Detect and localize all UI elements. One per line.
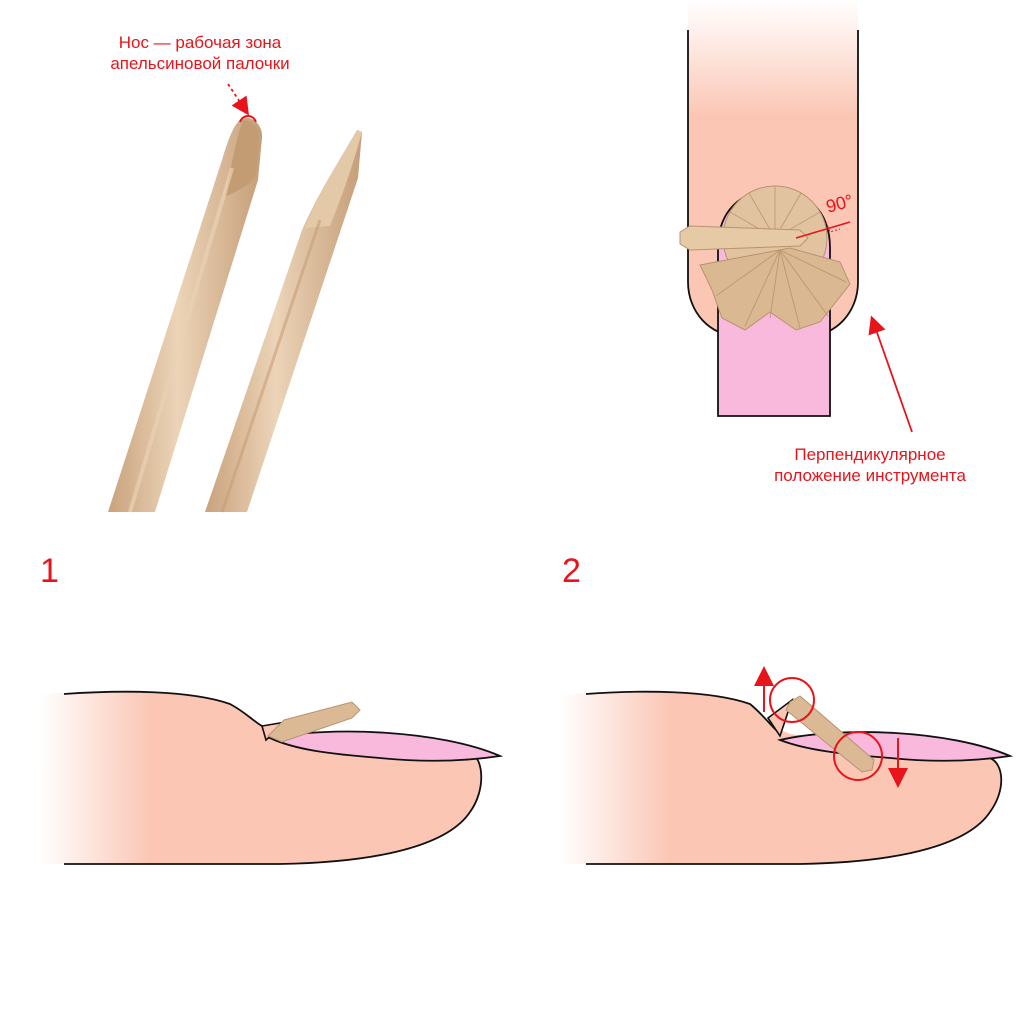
nose-highlight-arc (239, 115, 257, 123)
finger-side-view-step1 (40, 690, 504, 865)
perpendicular-caption-line2: положение инструмента (774, 466, 966, 485)
finger-side-view-step2 (560, 666, 1014, 865)
perpendicular-caption: Перпендикулярное положение инструмента (740, 444, 1000, 486)
nose-pointer-arrow (227, 83, 249, 116)
angle-line (795, 221, 851, 239)
orange-sticks-photo (108, 83, 362, 513)
stick-horizontal (679, 225, 809, 251)
finger-top-view: 90° (679, 0, 913, 433)
finger-body-step2 (560, 691, 1002, 864)
nail-step1 (267, 730, 504, 762)
nose-caption: Нос — рабочая зона апельсиновой палочки (70, 32, 330, 74)
nose-caption-line2: апельсиновой палочки (110, 54, 290, 73)
orange-stick-beveled (108, 117, 263, 513)
pivot-circle-top (769, 677, 815, 723)
step-number-2: 2 (562, 552, 581, 590)
pivot-circle-bottom (833, 731, 883, 781)
finger-body-step1 (40, 691, 482, 864)
orange-stick-pointed (205, 130, 362, 513)
stick-step1 (267, 701, 361, 743)
step-number-1: 1 (40, 552, 59, 590)
perpendicular-pointer-arrow (868, 315, 913, 433)
nose-caption-line1: Нос — рабочая зона (118, 33, 282, 52)
perpendicular-caption-line1: Перпендикулярное (794, 445, 946, 464)
stick-fan (679, 185, 851, 331)
angle-square (825, 221, 841, 233)
